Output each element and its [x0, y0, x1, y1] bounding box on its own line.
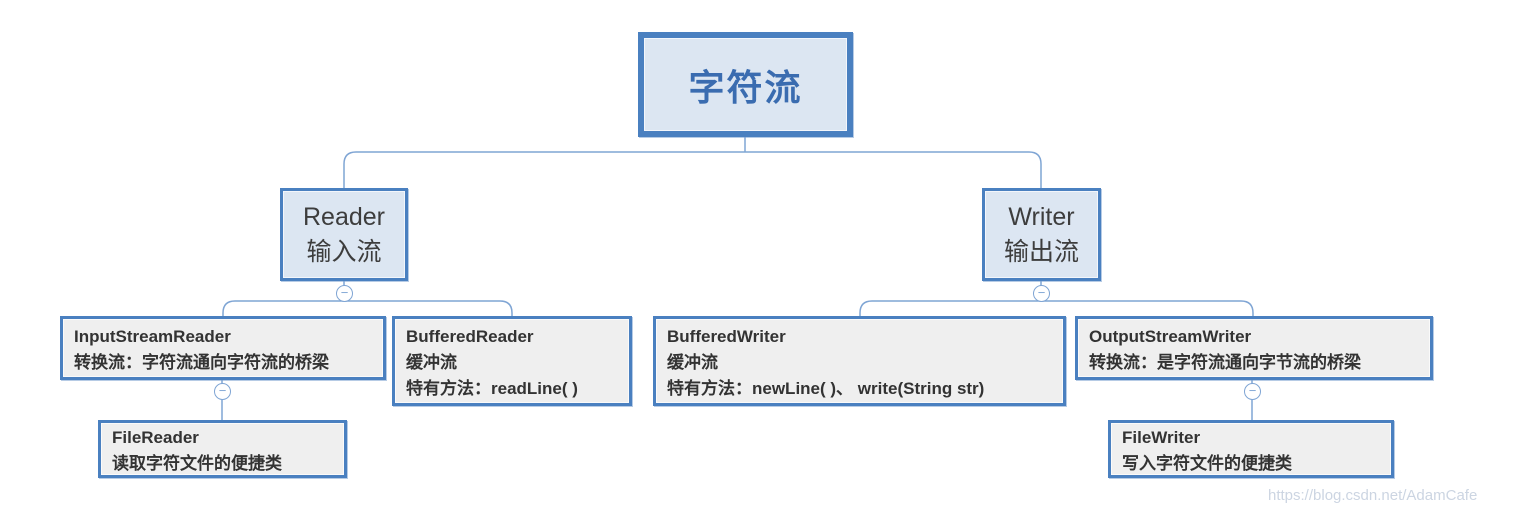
collapse-icon-writer[interactable]: − — [1033, 285, 1050, 302]
connector-reader-to-children — [222, 300, 513, 316]
node-bufferedwriter[interactable]: BufferedWriter 缓冲流 特有方法：newLine( )、 writ… — [653, 316, 1066, 406]
node-bufferedreader-line2: 缓冲流 — [406, 353, 457, 372]
node-reader-subtitle: 输入流 — [306, 237, 382, 266]
node-inputstreamreader-desc: 转换流：字符流通向字符流的桥梁 — [74, 353, 329, 372]
node-char-stream-label: 字符流 — [688, 66, 803, 108]
node-inputstreamreader[interactable]: InputStreamReader 转换流：字符流通向字符流的桥梁 — [60, 316, 386, 380]
node-outputstreamwriter-desc: 转换流：是字符流通向字节流的桥梁 — [1089, 353, 1361, 372]
collapse-icon-inputstreamreader[interactable]: − — [214, 383, 231, 400]
node-char-stream[interactable]: 字符流 — [638, 32, 853, 137]
node-filereader-desc: 读取字符文件的便捷类 — [112, 454, 282, 473]
node-bufferedwriter-title: BufferedWriter — [667, 327, 786, 346]
node-reader-title: Reader — [303, 203, 385, 231]
node-bufferedwriter-line2: 缓冲流 — [667, 353, 718, 372]
collapse-icon-outputstreamwriter[interactable]: − — [1244, 383, 1261, 400]
node-writer-subtitle: 输出流 — [1003, 237, 1079, 266]
node-filewriter-title: FileWriter — [1122, 428, 1201, 447]
collapse-icon-reader[interactable]: − — [336, 285, 353, 302]
node-writer-title: Writer — [1008, 203, 1075, 231]
connector-writer-to-children — [859, 300, 1254, 316]
node-reader[interactable]: Reader 输入流 — [280, 188, 408, 281]
watermark-url: https://blog.csdn.net/AdamCafe — [1268, 487, 1478, 504]
node-bufferedreader-line3: 特有方法：readLine( ) — [406, 379, 578, 398]
connector-root-to-level1 — [343, 151, 1042, 188]
node-filereader[interactable]: FileReader 读取字符文件的便捷类 — [98, 420, 347, 478]
node-bufferedwriter-line3: 特有方法：newLine( )、 write(String str) — [667, 379, 985, 398]
node-filewriter[interactable]: FileWriter 写入字符文件的便捷类 — [1108, 420, 1394, 478]
node-filewriter-desc: 写入字符文件的便捷类 — [1122, 454, 1292, 473]
node-outputstreamwriter[interactable]: OutputStreamWriter 转换流：是字符流通向字节流的桥梁 — [1075, 316, 1433, 380]
node-writer[interactable]: Writer 输出流 — [982, 188, 1101, 281]
node-filereader-title: FileReader — [112, 428, 199, 447]
node-inputstreamreader-title: InputStreamReader — [74, 327, 231, 346]
node-bufferedreader-title: BufferedReader — [406, 327, 534, 346]
node-outputstreamwriter-title: OutputStreamWriter — [1089, 327, 1252, 346]
node-bufferedreader[interactable]: BufferedReader 缓冲流 特有方法：readLine( ) — [392, 316, 632, 406]
